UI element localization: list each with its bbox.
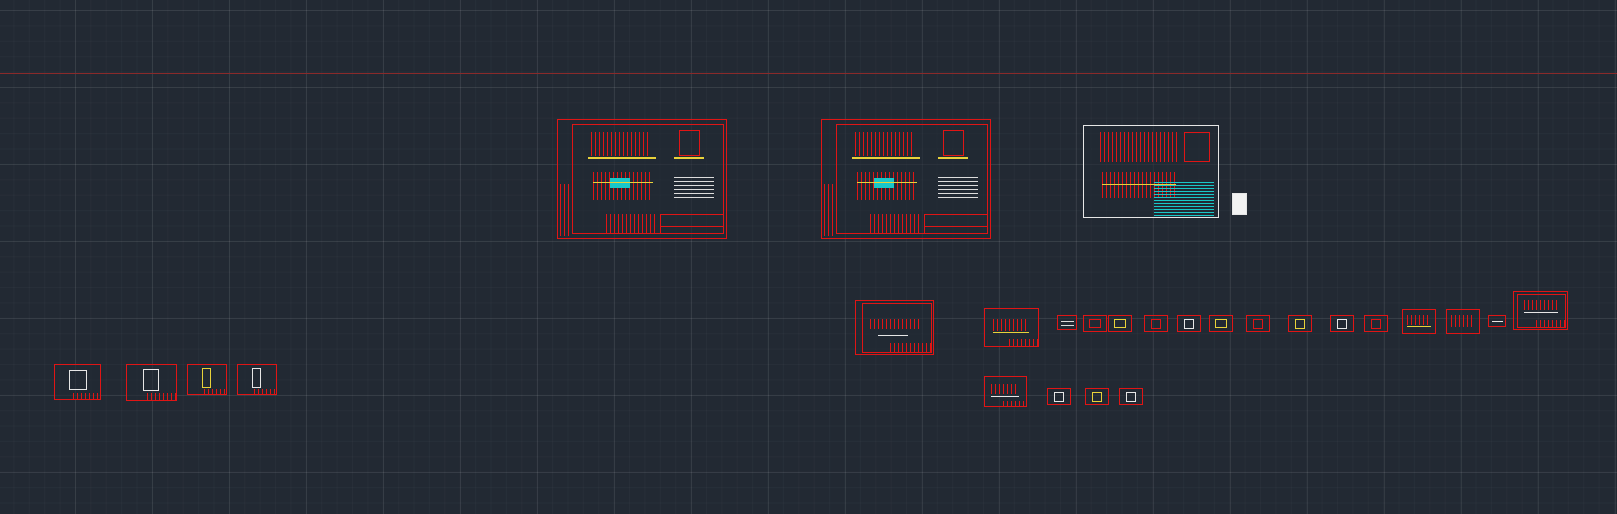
section-baseline [938, 157, 968, 159]
elevation-view [870, 319, 922, 329]
drawing-sheet-small-r2-01[interactable] [984, 376, 1027, 407]
left-revision-strip [824, 184, 834, 236]
sheet-detail [1451, 315, 1475, 327]
drawing-sheet-small-r2-04[interactable] [1119, 388, 1143, 405]
drawing-sheet-small-r1-04[interactable] [1108, 315, 1132, 332]
drawing-sheet-small-r1-10[interactable] [1330, 315, 1354, 332]
plan-view-yellow-line [593, 182, 653, 183]
notes-text-block [674, 176, 714, 198]
plan-view-cyan-detail [610, 178, 630, 188]
cyan-schedule-table [1154, 182, 1214, 216]
sheet-detail [1054, 392, 1064, 402]
section-baseline [674, 157, 704, 159]
drawing-sheet-left-2[interactable] [126, 364, 177, 401]
drawing-sheet-small-r1-15[interactable] [1513, 291, 1568, 330]
title-block [73, 393, 101, 399]
sheet-detail [69, 370, 87, 390]
sheet-detail [1092, 392, 1102, 402]
sheet-detail [1126, 392, 1136, 402]
elevation-view-top [855, 132, 915, 156]
section-view [679, 130, 700, 156]
title-block [890, 343, 932, 352]
note-line [878, 335, 908, 336]
drawing-sheet-small-r1-01[interactable] [984, 308, 1039, 347]
drawing-sheet-small-r1-03[interactable] [1083, 315, 1107, 332]
title-block [1536, 320, 1566, 327]
elevation-view [993, 319, 1029, 331]
drawing-sheet-small-r1-08[interactable] [1246, 315, 1270, 332]
elevation-view [1524, 300, 1558, 310]
x-axis-line [0, 73, 1617, 74]
drawing-sheet-small-r1-06[interactable] [1177, 315, 1201, 332]
title-block [204, 389, 227, 394]
sheet-inner-frame [1517, 294, 1566, 328]
elevation-view [991, 384, 1019, 394]
section-view [1184, 132, 1210, 162]
sheet-detail [202, 368, 211, 388]
title-block [660, 214, 724, 234]
sheet-detail [143, 369, 159, 391]
drawing-sheet-small-r1-05[interactable] [1144, 315, 1168, 332]
drawing-sheet-small-r1-02[interactable] [1057, 315, 1077, 330]
plan-view-yellow-line [1102, 184, 1176, 185]
baseline [1407, 326, 1431, 327]
title-block [924, 214, 988, 234]
drawing-sheet-small-r1-13[interactable] [1446, 309, 1480, 334]
drawing-sheet-large-3[interactable] [1083, 125, 1219, 218]
sheet-detail [1114, 319, 1126, 328]
sheet-detail [1151, 319, 1161, 329]
plan-view-yellow-line [857, 182, 917, 183]
notes-text-block [938, 176, 978, 198]
drawing-sheet-small-r2-02[interactable] [1047, 388, 1071, 405]
sheet-detail [1253, 319, 1263, 329]
sheet-detail [1407, 315, 1431, 325]
drawing-sheet-large-1[interactable] [557, 119, 727, 239]
baseline [993, 332, 1029, 333]
elevation-baseline [852, 157, 920, 159]
sheet-detail [1215, 319, 1227, 328]
section-view [943, 130, 964, 156]
sheet-detail [1371, 319, 1381, 329]
drawing-sheet-small-r1-07[interactable] [1209, 315, 1233, 332]
title-block [147, 393, 177, 400]
drawing-sheet-small-r1-11[interactable] [1364, 315, 1388, 332]
title-block [1009, 339, 1039, 346]
sheet-detail [1295, 319, 1305, 329]
drawing-sheet-small-r1-12[interactable] [1402, 309, 1436, 334]
sheet-detail [252, 368, 261, 388]
plan-view-cyan-detail [874, 178, 894, 188]
title-block [1003, 401, 1025, 406]
legend-block-white[interactable] [1232, 193, 1247, 215]
material-table [870, 214, 922, 234]
sheet-detail [1492, 321, 1503, 322]
elevation-view-top [1100, 132, 1178, 162]
elevation-baseline [588, 157, 656, 159]
elevation-view-top [591, 132, 651, 156]
drawing-sheet-mid[interactable] [855, 300, 934, 355]
drawing-sheet-left-1[interactable] [54, 364, 101, 400]
drawing-sheet-left-3[interactable] [187, 364, 227, 395]
baseline [1524, 312, 1558, 313]
sheet-detail [1184, 319, 1194, 329]
sheet-detail [1061, 319, 1074, 326]
drawing-sheet-left-4[interactable] [237, 364, 277, 395]
material-table [606, 214, 658, 234]
sheet-inner-frame [862, 303, 932, 353]
left-revision-strip [560, 184, 570, 236]
sheet-detail [1089, 319, 1101, 328]
title-block-rule [924, 226, 988, 227]
sheet-detail [1337, 319, 1347, 329]
drawing-sheet-small-r1-09[interactable] [1288, 315, 1312, 332]
baseline [991, 396, 1019, 397]
drawing-sheet-small-r1-14[interactable] [1488, 315, 1506, 327]
title-block-rule [660, 226, 724, 227]
drawing-sheet-large-2[interactable] [821, 119, 991, 239]
drawing-sheet-small-r2-03[interactable] [1085, 388, 1109, 405]
title-block [254, 389, 277, 394]
